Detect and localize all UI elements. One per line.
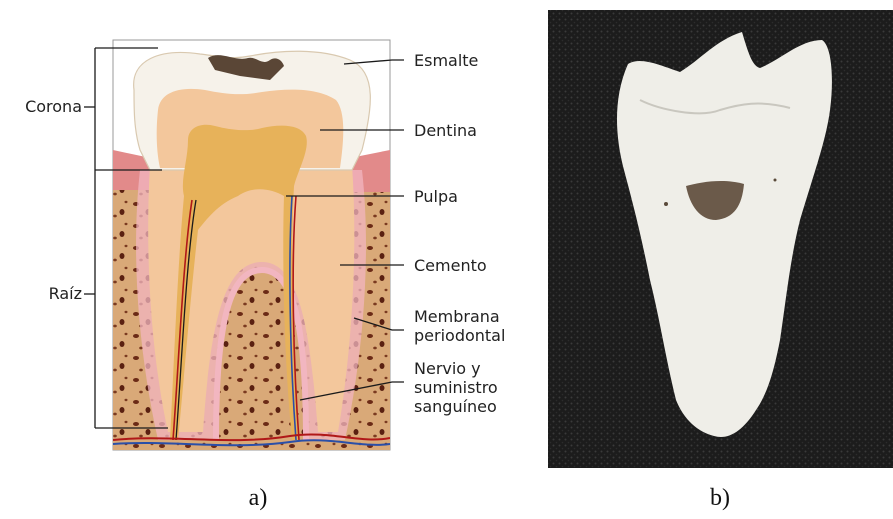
nervio-label-line1: Nervio y <box>414 359 481 378</box>
dentina-label: Dentina <box>414 121 477 140</box>
raiz-label: Raíz <box>49 284 82 303</box>
nervio-label-line2: suministro <box>414 378 498 397</box>
pulpa-label: Pulpa <box>414 187 458 206</box>
tooth-cross-section-illustration <box>113 40 390 450</box>
cemento-label: Cemento <box>414 256 487 275</box>
nervio-label-line3: sanguíneo <box>414 397 497 416</box>
caption-a: a) <box>249 485 268 511</box>
membrana-label-line1: Membrana <box>414 307 500 326</box>
caption-b: b) <box>710 485 730 511</box>
corona-label: Corona <box>25 97 82 116</box>
tooth-photo <box>548 10 893 468</box>
membrana-label-line2: periodontal <box>414 326 505 345</box>
esmalte-label: Esmalte <box>414 51 478 70</box>
